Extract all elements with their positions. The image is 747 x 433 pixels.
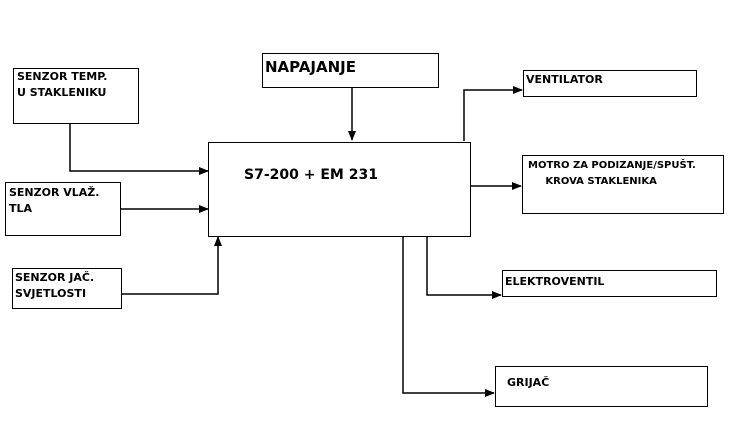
plc-label: S7-200 + EM 231 <box>244 167 378 183</box>
napajanje-box <box>262 53 439 88</box>
senzor-temp-label: SENZOR TEMP. U STAKLENIKU <box>17 70 108 99</box>
arrow-temp-to-plc <box>69 124 209 175</box>
ventilator-box <box>523 70 697 97</box>
grijac-box <box>495 366 708 407</box>
senzor-jac-box <box>12 268 122 309</box>
senzor-temp-box <box>13 68 139 124</box>
senzor-vlaz-label: SENZOR VLAŽ. TLA <box>9 186 100 215</box>
arrow-plc-to-elektroventil <box>426 236 502 299</box>
motor-label: MOTRO ZA PODIZANJE/SPUŠT. KROVA STAKLENI… <box>528 160 696 187</box>
elektroventil-box <box>502 270 717 297</box>
senzor-jac-label: SENZOR JAČ. SVJETLOSTI <box>15 271 95 300</box>
arrow-plc-to-ventilator <box>463 86 523 141</box>
senzor-vlaz-box <box>5 182 121 236</box>
grijac-label: GRIJAČ <box>507 376 550 389</box>
arrow-jac-to-plc <box>121 236 222 295</box>
arrow-plc-to-grijac <box>402 236 495 397</box>
plc-box <box>208 142 471 237</box>
napajanje-label: NAPAJANJE <box>265 58 356 76</box>
motor-box <box>522 155 724 214</box>
elektroventil-label: ELEKTROVENTIL <box>505 275 605 288</box>
ventilator-label: VENTILATOR <box>526 73 603 86</box>
